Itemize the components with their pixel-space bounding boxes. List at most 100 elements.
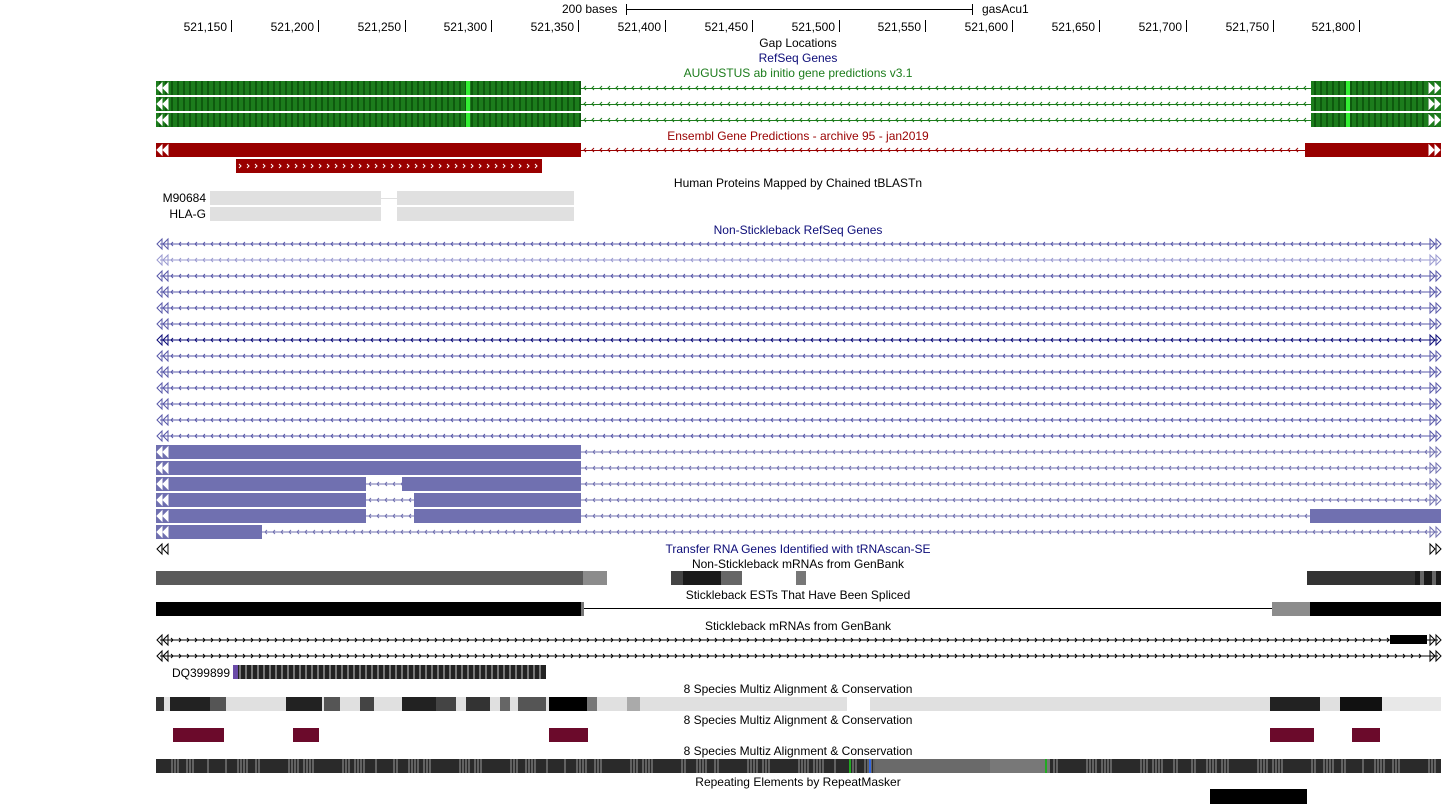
- track-title-gap[interactable]: Gap Locations: [759, 36, 837, 50]
- conservation-bar: [587, 697, 597, 711]
- mrna-label-dq399899[interactable]: DQ399899: [171, 666, 230, 680]
- track-title-non-stickleback-refseq[interactable]: Non-Stickleback RefSeq Genes: [713, 223, 883, 237]
- ruler-position-label: 521,250: [357, 20, 401, 34]
- track-title-stickleback-mrnas[interactable]: Stickleback mRNAs from GenBank: [704, 619, 892, 633]
- edge-arrow: [1435, 285, 1442, 299]
- ensembl-exon-2: [236, 159, 542, 173]
- edge-arrow: [162, 97, 169, 111]
- edge-arrow: [1435, 493, 1442, 507]
- edge-arrow: [156, 477, 163, 491]
- edge-arrow: [1435, 461, 1442, 475]
- edge-arrow: [1434, 143, 1441, 157]
- track-title-stickleback-ests[interactable]: Stickleback ESTs That Have Been Spliced: [685, 588, 911, 602]
- ruler-position-label: 521,750: [1225, 20, 1269, 34]
- scale-bar-left-end: [626, 4, 627, 15]
- basewise-mark: [849, 759, 851, 773]
- track-title-ensembl[interactable]: Ensembl Gene Predictions - archive 95 - …: [667, 129, 929, 143]
- edge-arrow: [1435, 542, 1442, 556]
- edge-arrow: [162, 413, 169, 427]
- ruler-tick: [839, 20, 840, 32]
- scale-label: 200 bases: [562, 2, 618, 16]
- edge-arrow: [156, 97, 163, 111]
- edge-arrow: [156, 143, 163, 157]
- ruler-position-label: 521,550: [877, 20, 921, 34]
- basewise-mark: [1045, 759, 1047, 773]
- edge-arrow: [1428, 143, 1435, 157]
- edge-arrow: [1429, 349, 1436, 363]
- mrna-density: [583, 571, 607, 585]
- conservation-bar: [627, 697, 640, 711]
- edge-arrow: [1429, 397, 1436, 411]
- mrna-exon: [233, 665, 238, 679]
- conservation-bar: [210, 697, 226, 711]
- refseq-exon: [156, 509, 366, 523]
- edge-arrow: [1429, 461, 1436, 475]
- edge-arrow: [156, 542, 163, 556]
- protein-label-m90684[interactable]: M90684: [162, 191, 206, 205]
- track-title-multiz-2[interactable]: 8 Species Multiz Alignment & Conservatio…: [683, 713, 913, 727]
- ruler-tick: [1186, 20, 1187, 32]
- conservation-bar: [402, 697, 436, 711]
- track-title-repeatmasker[interactable]: Repeating Elements by RepeatMasker: [695, 775, 901, 789]
- edge-arrow: [162, 397, 169, 411]
- track-title-multiz-1[interactable]: 8 Species Multiz Alignment & Conservatio…: [683, 682, 913, 696]
- conserved-element[interactable]: [549, 728, 588, 742]
- ruler-tick: [491, 20, 492, 32]
- mrna-density: [1432, 571, 1436, 585]
- edge-arrow: [1429, 493, 1436, 507]
- protein-block-hla-g-a[interactable]: [210, 207, 381, 221]
- strand-arrows: [264, 529, 1428, 535]
- conservation-bar: [324, 697, 340, 711]
- ruler-position-label: 521,500: [791, 20, 835, 34]
- augustus-highlight: [1346, 81, 1350, 95]
- edge-arrow: [1435, 413, 1442, 427]
- edge-arrow: [1429, 365, 1436, 379]
- track-title-augustus[interactable]: AUGUSTUS ab initio gene predictions v3.1: [683, 66, 913, 80]
- edge-arrow: [156, 237, 163, 251]
- ruler-position-label: 521,300: [443, 20, 487, 34]
- edge-arrow: [1428, 81, 1435, 95]
- edge-arrow: [162, 633, 169, 647]
- conserved-element[interactable]: [293, 728, 319, 742]
- edge-arrow: [156, 349, 163, 363]
- edge-arrow: [1429, 237, 1436, 251]
- repeat-element[interactable]: [1210, 789, 1307, 804]
- protein-block-m90684-b[interactable]: [397, 191, 574, 205]
- edge-arrow: [1429, 253, 1436, 267]
- track-title-human-proteins[interactable]: Human Proteins Mapped by Chained tBLASTn: [673, 176, 923, 190]
- edge-arrow: [1435, 445, 1442, 459]
- edge-arrow: [156, 525, 163, 539]
- conserved-element[interactable]: [1352, 728, 1380, 742]
- edge-arrow: [1435, 381, 1442, 395]
- edge-arrow: [1435, 269, 1442, 283]
- protein-label-hla-g[interactable]: HLA-G: [169, 207, 206, 221]
- track-title-refseq[interactable]: RefSeq Genes: [758, 51, 838, 65]
- edge-arrow: [162, 317, 169, 331]
- protein-block-m90684-a[interactable]: [210, 191, 381, 205]
- ruler-tick: [1099, 20, 1100, 32]
- mrna-density: [796, 571, 806, 585]
- ruler-position-label: 521,200: [270, 20, 314, 34]
- edge-arrow: [162, 333, 169, 347]
- edge-arrow: [156, 381, 163, 395]
- track-title-multiz-3[interactable]: 8 Species Multiz Alignment & Conservatio…: [683, 744, 913, 758]
- conservation-bar: [518, 697, 546, 711]
- protein-block-hla-g-b[interactable]: [397, 207, 574, 221]
- track-title-trna[interactable]: Transfer RNA Genes Identified with tRNAs…: [665, 542, 931, 556]
- track-title-non-stickleback-mrnas[interactable]: Non-Stickleback mRNAs from GenBank: [691, 557, 905, 571]
- edge-arrow: [1435, 429, 1442, 443]
- augustus-highlight: [1346, 97, 1350, 111]
- protein-gap-line: [381, 198, 397, 199]
- strand-arrows: [170, 385, 1422, 391]
- conserved-element[interactable]: [1270, 728, 1314, 742]
- edge-arrow: [162, 365, 169, 379]
- ruler-tick: [405, 20, 406, 32]
- conserved-element[interactable]: [173, 728, 224, 742]
- ruler-tick: [665, 20, 666, 32]
- edge-arrow: [1435, 349, 1442, 363]
- est-block: [1310, 602, 1441, 616]
- edge-arrow: [1429, 381, 1436, 395]
- mrna-stripes: [239, 665, 541, 679]
